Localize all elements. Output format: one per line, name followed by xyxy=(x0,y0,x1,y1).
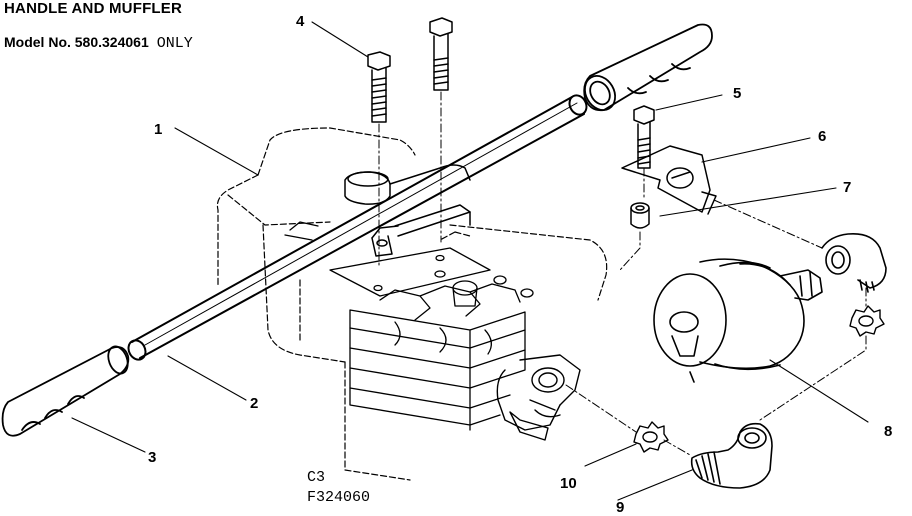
part-10-lock-washer xyxy=(633,421,669,453)
part-4-handle-bolt xyxy=(367,51,391,123)
callout-4: 4 xyxy=(296,13,305,30)
part-7-spacer xyxy=(630,202,650,229)
callout-9: 9 xyxy=(616,499,624,516)
part-6-muffler-bracket xyxy=(621,145,717,215)
lock-washer-upper xyxy=(849,305,885,337)
part-1-handle-bracket xyxy=(344,164,471,257)
callout-8: 8 xyxy=(884,423,892,440)
second-handle-bolt xyxy=(429,17,453,91)
figure-code-c3: C3 xyxy=(307,469,326,486)
model-number-text: Model No. 580.324061 xyxy=(4,34,149,50)
callout-numbers: 1 2 3 4 5 6 7 8 9 10 xyxy=(148,13,892,516)
part-8-muffler xyxy=(653,258,823,383)
exhaust-port xyxy=(496,354,581,441)
diagram-title: HANDLE AND MUFFLER xyxy=(4,0,183,17)
part-2-handle-tube xyxy=(127,94,588,361)
part-3-handle-grip-left xyxy=(1,345,130,437)
engine-housing-outline xyxy=(216,127,608,481)
callout-1: 1 xyxy=(154,121,162,138)
part-9-elbow xyxy=(690,422,773,489)
callout-10: 10 xyxy=(560,475,577,492)
callout-6: 6 xyxy=(818,128,826,145)
callout-leader-lines xyxy=(71,21,869,501)
callout-5: 5 xyxy=(733,85,741,102)
callout-7: 7 xyxy=(843,179,851,196)
handle-grip-right xyxy=(583,23,713,112)
callout-3: 3 xyxy=(148,449,156,466)
model-number: Model No. 580.324061 ONLY xyxy=(4,34,193,52)
callout-2: 2 xyxy=(250,395,258,412)
alignment-center-lines xyxy=(378,91,867,456)
muffler-elbow-upper xyxy=(821,232,887,293)
mounting-plate xyxy=(284,221,491,297)
model-only-text: ONLY xyxy=(156,35,193,52)
figure-code-f324060: F324060 xyxy=(307,489,371,506)
